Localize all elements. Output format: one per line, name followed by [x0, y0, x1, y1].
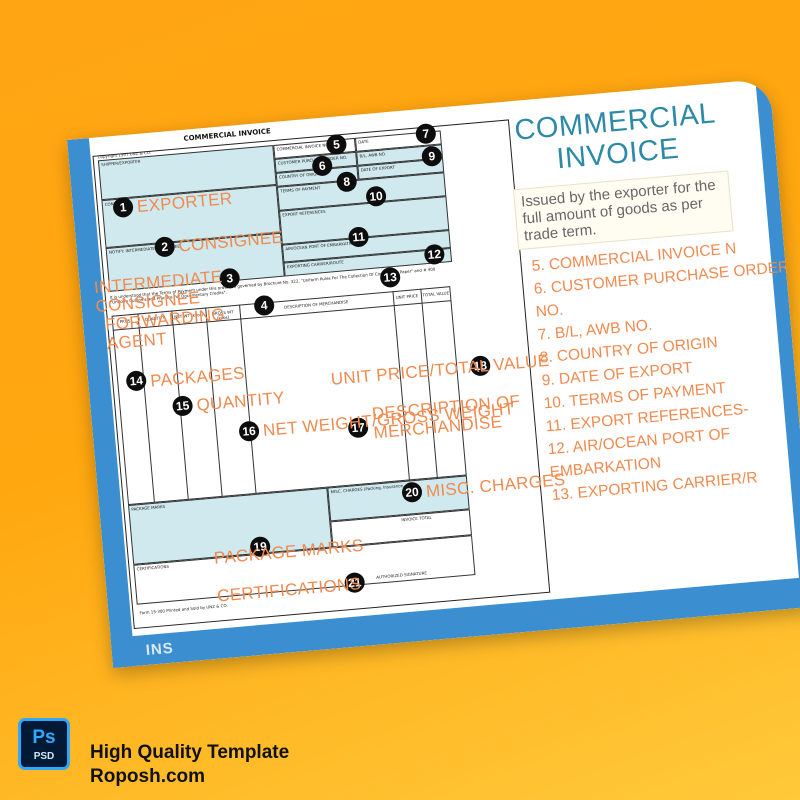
brand-line-1: High Quality Template [90, 742, 290, 763]
date-export-field-label: DATE OF EXPORT [360, 164, 395, 173]
photoshop-icon-sub: PSD [33, 751, 55, 762]
bl-no-field-label: B/L, AWB NO. [359, 151, 387, 159]
invoice-total-field-label: INVOICE TOTAL [401, 514, 432, 523]
invoice-card: INS COMMERCIAL INVOICE Copyright 1997 UN… [67, 78, 800, 668]
signature-field-label: AUTHORIZED SIGNATURE [376, 570, 428, 580]
invoice-no-field-label: COMMERCIAL INVOICE NO. [276, 142, 330, 152]
form-footer: Form 15-300 Printed and Sold by UNZ & CO… [139, 602, 228, 616]
panel-title: COMMERCIAL INVOICE [513, 97, 717, 176]
photoshop-icon-letters: Ps [32, 727, 56, 748]
certifications-field-label: CERTIFICATIONS [136, 563, 170, 572]
brand-line-2: Roposh.com [90, 766, 206, 787]
carrier-field-label: EXPORTING CARRIER/ROUTE [286, 259, 344, 270]
frame-bottom-text: INS [145, 639, 175, 660]
export-refs-field-label: EXPORT REFERENCES [282, 208, 326, 218]
package-marks-field-label: PACKAGE MARKS [131, 503, 166, 512]
panel-description: Issued by the exporter for the full amou… [512, 170, 734, 251]
shipper-field-label: SHIPPER/EXPORTER [101, 158, 141, 168]
field-list: 5. COMMERCIAL INVOICE N 6. CUSTOMER PURC… [531, 232, 800, 507]
photoshop-icon: Ps PSD [18, 718, 70, 770]
terms-field-label: TERMS OF PAYMENT [280, 185, 321, 194]
date-field-label: DATE [358, 138, 369, 145]
